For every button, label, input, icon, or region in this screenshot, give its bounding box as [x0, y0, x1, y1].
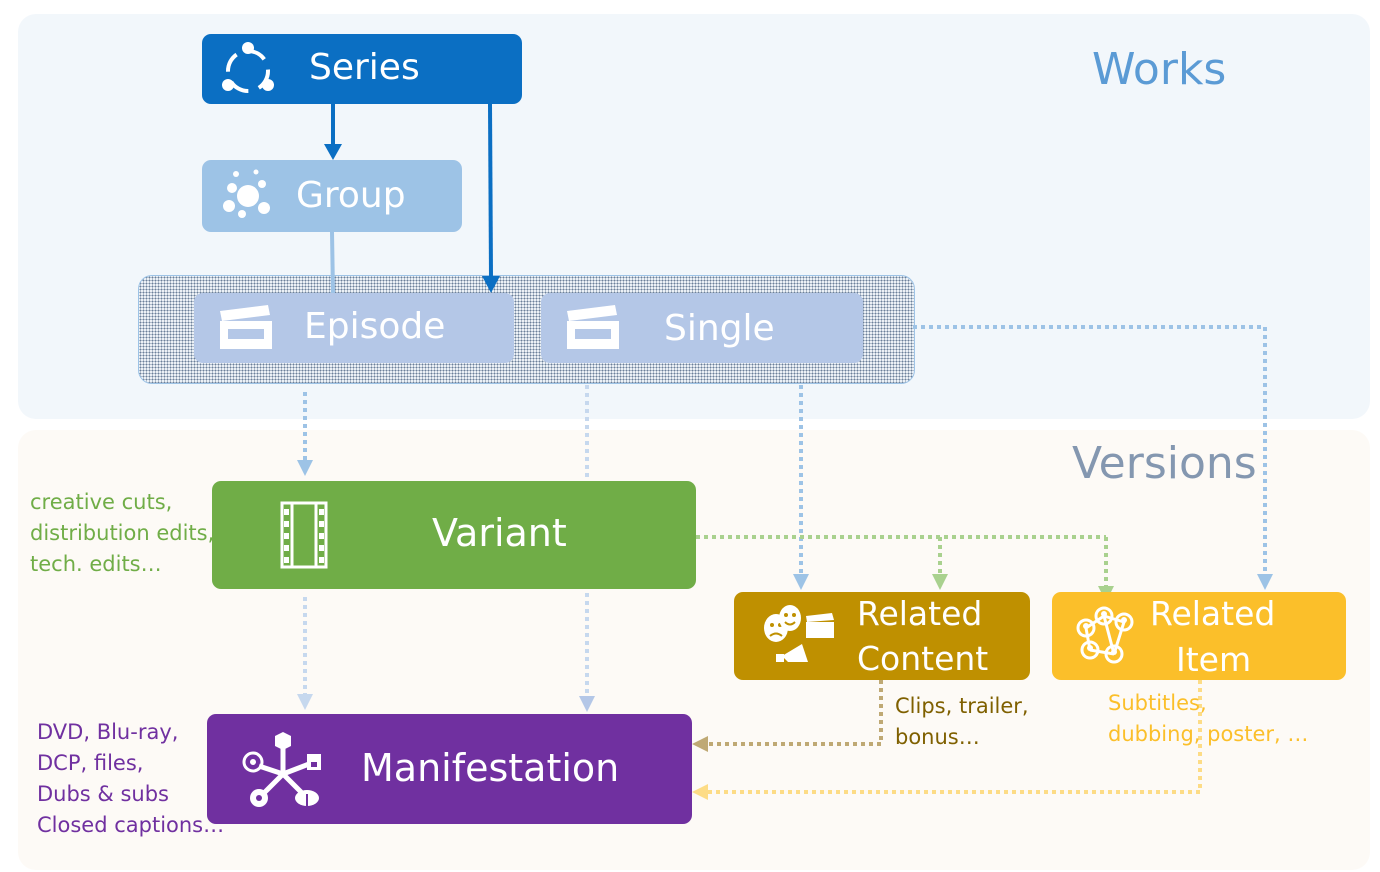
- theater-masks-icon: [764, 605, 834, 662]
- manifestation-note-line: DVD, Blu-ray,: [37, 720, 179, 744]
- episode-label: Episode: [304, 306, 446, 347]
- related-content-to-manifestation-arrow: [692, 680, 883, 752]
- series-to-band-arrow: [482, 103, 500, 293]
- manifestation-label: Manifestation: [361, 746, 620, 790]
- band-to-related-item-arrow: [913, 325, 1273, 590]
- group-label: Group: [296, 175, 406, 216]
- media-hub-icon: [242, 732, 321, 807]
- single-label: Single: [664, 308, 775, 349]
- episode-to-variant-arrow: [297, 392, 313, 476]
- related-content-note: Clips, trailer, bonus…: [895, 691, 1029, 753]
- manifestation-note-line: Dubs & subs: [37, 782, 169, 806]
- manifestation-node[interactable]: Manifestation: [207, 714, 692, 824]
- single-to-related-content-arrow: [793, 385, 809, 590]
- manifestation-note-line: Closed captions…: [37, 813, 225, 837]
- variant-to-manifestation-arrow: [297, 597, 313, 710]
- clapperboard-icon: [567, 305, 619, 349]
- group-to-episode-line: [330, 231, 335, 294]
- works-title: Works: [1092, 44, 1227, 95]
- related-content-note-line: Clips, trailer,: [895, 694, 1029, 718]
- related-item-to-manifestation-arrow: [692, 680, 1202, 800]
- related-content-note-line: bonus…: [895, 725, 980, 749]
- related-item-note-line: Subtitles,: [1108, 691, 1207, 715]
- variant-node[interactable]: Variant: [212, 481, 696, 589]
- manifestation-note: DVD, Blu-ray, DCP, files, Dubs & subs Cl…: [37, 717, 224, 841]
- related-item-label-line2: Item: [1176, 640, 1252, 679]
- related-item-note: Subtitles, dubbing, poster, …: [1108, 688, 1308, 750]
- episode-node[interactable]: Episode: [194, 293, 514, 363]
- related-item-node[interactable]: Related Item: [1052, 592, 1346, 680]
- variant-note-line: distribution edits,: [30, 521, 215, 545]
- related-content-node[interactable]: Related Content: [734, 592, 1030, 680]
- related-item-label-line1: Related: [1150, 594, 1276, 633]
- group-node[interactable]: Group: [202, 160, 462, 232]
- series-label: Series: [309, 47, 420, 88]
- related-item-note-line: dubbing, poster, …: [1108, 722, 1309, 746]
- bubbles-icon: [223, 169, 270, 218]
- clapperboard-icon: [220, 305, 272, 349]
- manifestation-note-line: DCP, files,: [37, 751, 144, 775]
- related-content-label-line1: Related: [857, 594, 983, 633]
- share-nodes-icon: [222, 42, 274, 93]
- series-to-group-arrow: [324, 104, 342, 160]
- related-content-label-line2: Content: [857, 639, 989, 678]
- variant-note-line: creative cuts,: [30, 490, 173, 514]
- network-people-icon: [1076, 606, 1134, 664]
- variant-note: creative cuts, distribution edits, tech.…: [30, 487, 214, 580]
- single-node[interactable]: Single: [541, 293, 863, 363]
- variant-note-line: tech. edits…: [30, 552, 162, 576]
- film-strip-icon: [280, 501, 328, 569]
- series-node[interactable]: Series: [202, 34, 522, 104]
- versions-title: Versions: [1072, 438, 1257, 489]
- variant-label: Variant: [432, 511, 567, 555]
